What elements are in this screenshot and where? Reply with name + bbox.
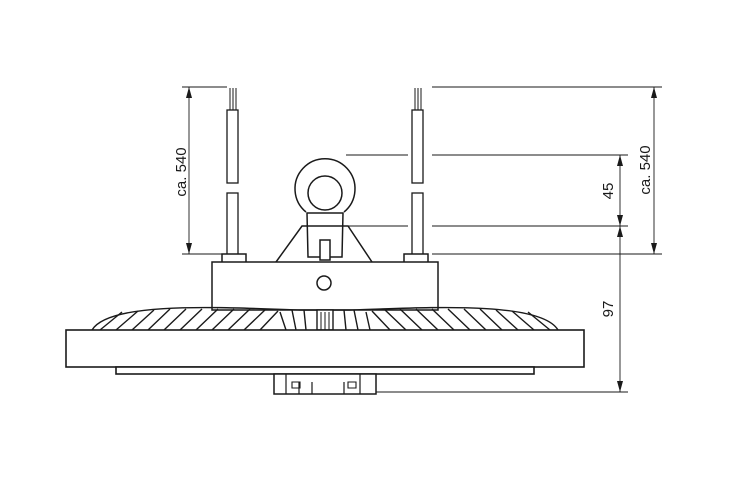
left-cable-dimension: ca. 540 [173,86,227,255]
body-height-label: 97 [600,301,617,318]
right-cable-length-label: ca. 540 [637,145,654,194]
bottom-module [273,373,377,395]
eye-height-dimension: 45 [346,154,628,227]
body-height-dimension: 97 [376,226,628,393]
eye-bolt [294,158,356,261]
driver-housing [211,261,439,311]
cooling-fins [91,306,559,331]
eye-height-label: 45 [600,183,617,200]
left-suspension-cable [226,88,239,256]
right-suspension-cable [411,88,424,256]
base-disc [65,329,585,375]
left-cable-length-label: ca. 540 [173,147,190,196]
right-cable-dimension: ca. 540 [432,86,662,255]
